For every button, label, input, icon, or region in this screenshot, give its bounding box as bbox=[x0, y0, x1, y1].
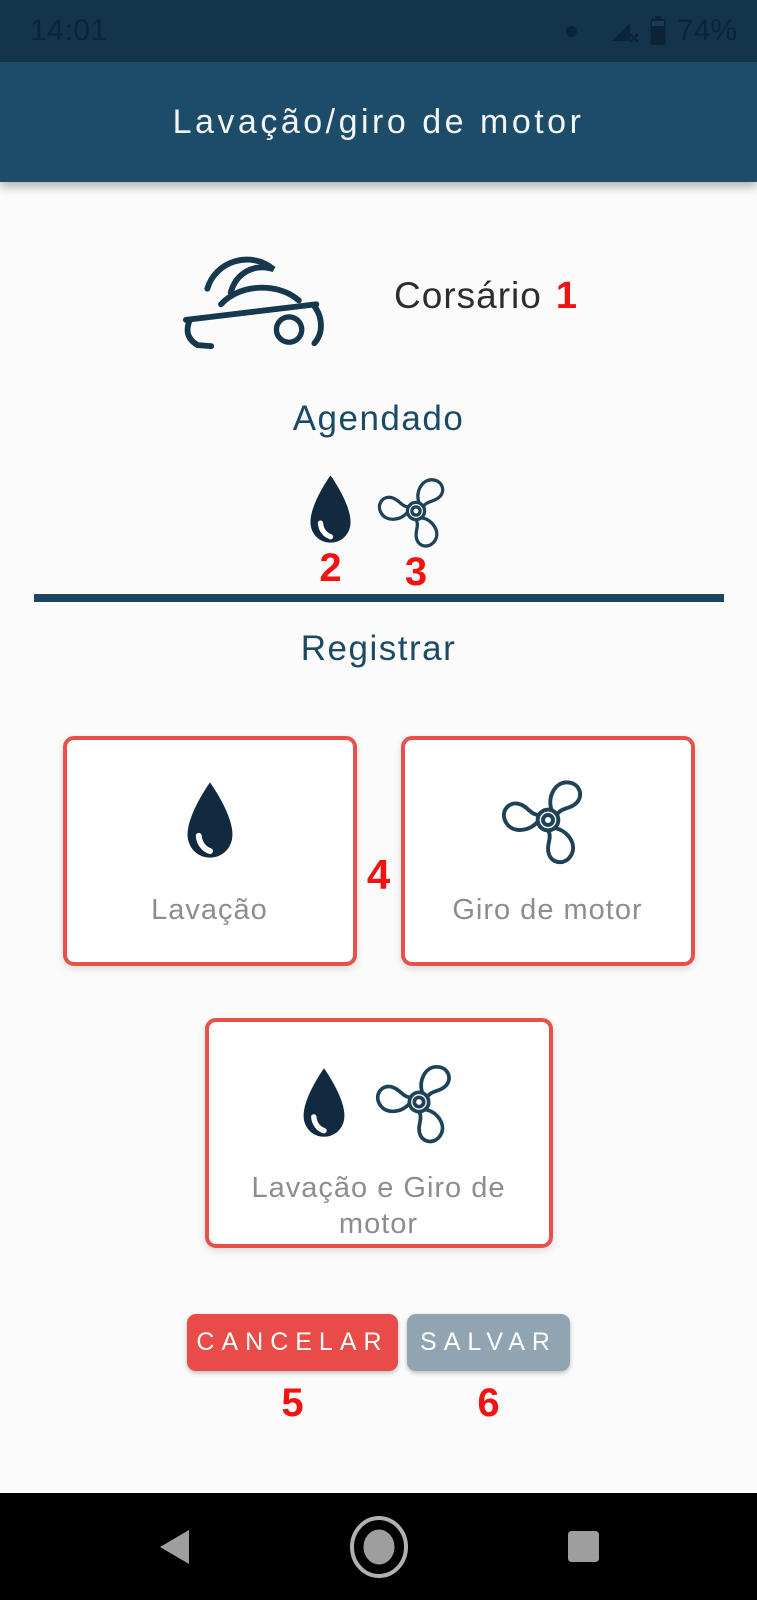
app-bar: Lavação/giro de motor bbox=[0, 62, 757, 182]
boat-icon bbox=[180, 242, 332, 351]
status-icons: 74% bbox=[565, 14, 737, 48]
home-button[interactable] bbox=[348, 1514, 410, 1580]
annotation-4: 4 bbox=[366, 851, 391, 898]
section-divider bbox=[33, 594, 724, 602]
action-buttons-row: CANCELAR 5 SALVAR 6 bbox=[187, 1314, 570, 1423]
propeller-icon bbox=[374, 1058, 464, 1146]
save-column: SALVAR 6 bbox=[407, 1314, 570, 1423]
water-drop-icon bbox=[294, 1065, 354, 1140]
android-nav-bar bbox=[0, 1493, 757, 1600]
register-options-row: Lavação Giro de motor 4 bbox=[62, 736, 695, 966]
scheduled-engine-run: 3 bbox=[376, 472, 456, 594]
option-card-giro-de-motor[interactable]: Giro de motor bbox=[400, 736, 695, 966]
scheduled-heading: Agendado bbox=[292, 399, 465, 438]
annotation-1: 1 bbox=[555, 274, 577, 317]
option-card-lavacao[interactable]: Lavação bbox=[62, 736, 357, 966]
save-button[interactable]: SALVAR bbox=[407, 1314, 570, 1371]
content-area: Corsário 1 Agendado 2 3 Registrar bbox=[0, 182, 757, 1493]
no-signal-icon bbox=[609, 16, 639, 46]
cancel-button[interactable]: CANCELAR bbox=[187, 1314, 398, 1371]
battery-icon bbox=[649, 16, 667, 46]
cancel-column: CANCELAR 5 bbox=[187, 1314, 398, 1423]
option-card-lavacao-e-giro[interactable]: Lavação e Giro de motor bbox=[204, 1018, 553, 1248]
recents-button[interactable] bbox=[567, 1530, 600, 1563]
register-heading: Registrar bbox=[300, 629, 457, 668]
back-button[interactable] bbox=[157, 1529, 191, 1565]
recents-icon bbox=[568, 1531, 599, 1562]
vessel-row: Corsário 1 bbox=[180, 240, 577, 352]
propeller-icon bbox=[500, 773, 596, 867]
water-drop-icon bbox=[177, 779, 243, 861]
vessel-name: Corsário bbox=[394, 274, 542, 316]
annotation-6: 6 bbox=[477, 1381, 500, 1425]
scheduled-wash: 2 bbox=[301, 472, 360, 590]
annotation-5: 5 bbox=[281, 1381, 304, 1425]
card-label: Giro de motor bbox=[452, 894, 643, 926]
scheduled-icons-row: 2 3 bbox=[301, 472, 456, 594]
card-icon-wrap bbox=[500, 772, 596, 868]
clock: 14:01 bbox=[30, 14, 108, 47]
card-icon-wrap bbox=[294, 1054, 464, 1150]
card-icon-wrap bbox=[177, 772, 243, 868]
propeller-icon bbox=[376, 472, 456, 550]
back-icon bbox=[160, 1529, 189, 1564]
status-bar: 14:01 74% bbox=[0, 0, 757, 62]
annotation-3: 3 bbox=[404, 550, 428, 594]
water-drop-icon bbox=[301, 472, 360, 546]
card-label: Lavação e Giro de motor bbox=[251, 1172, 506, 1241]
card-label: Lavação bbox=[151, 894, 268, 926]
battery-percent: 74% bbox=[676, 14, 737, 47]
annotation-2: 2 bbox=[319, 546, 342, 590]
page-title: Lavação/giro de motor bbox=[172, 102, 585, 141]
notification-dot-icon bbox=[565, 25, 577, 37]
home-icon bbox=[350, 1515, 408, 1578]
